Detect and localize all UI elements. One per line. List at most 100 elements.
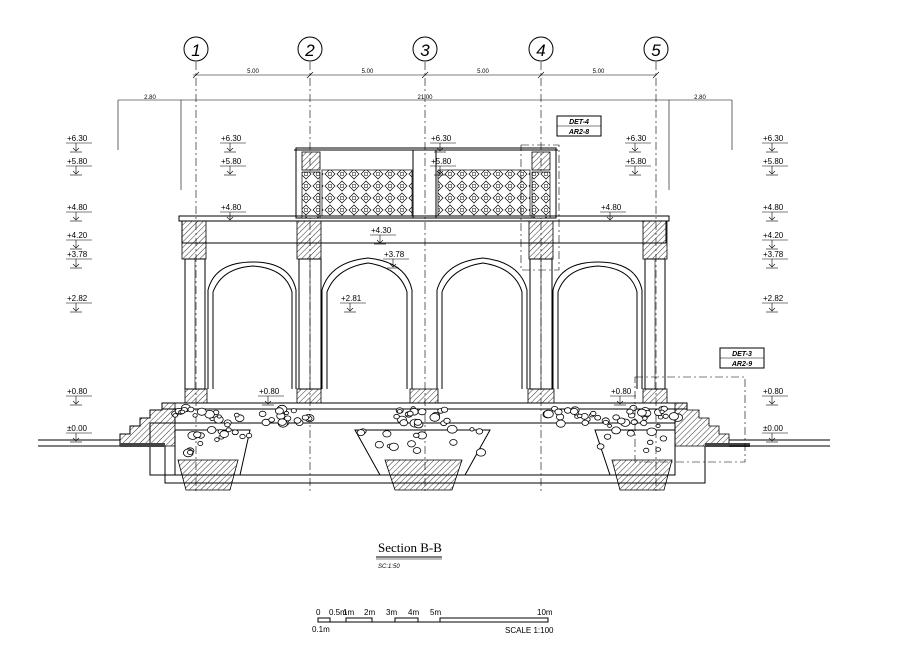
level-marker: +4.80 [762,203,788,222]
stone [382,430,392,438]
stone [577,413,583,419]
level-marker: +4.80 [66,203,92,222]
level-text: +6.30 [221,134,242,143]
stone [412,447,422,454]
level-marker: +5.80 [430,157,456,176]
level-text: +6.30 [431,134,452,143]
stone [417,408,427,416]
level-marker: +4.20 [762,231,788,250]
stone [214,437,220,442]
stone [388,442,399,451]
dimension-lines [117,74,733,190]
level-marker: +6.30 [762,134,788,153]
level-marker: +6.30 [430,134,456,153]
level-text: +5.80 [431,157,452,166]
level-marker: +3.78 [66,250,92,269]
axis-label: 2 [304,41,315,60]
level-text: +6.30 [67,134,88,143]
stone [399,419,409,427]
det3-line2: AR2-9 [731,361,752,368]
stone [655,447,661,452]
stone [187,406,195,413]
stone [258,410,267,417]
level-text: +3.78 [763,250,784,259]
stone [407,440,416,448]
level-markers-right: +6.30 +5.80 +4.80 +4.20 +3.78 +2.82 +0.80 ±0.00 [762,134,788,443]
stone [413,432,420,438]
scale-label: 1m [343,608,354,617]
stone [293,417,302,424]
stone [607,423,612,428]
stone [643,447,650,453]
section-scale: SC:1:50 [378,564,400,570]
stone [617,417,626,425]
stone [261,418,271,426]
stone [603,433,612,440]
level-text: +5.80 [763,157,784,166]
level-text: +0.80 [259,387,280,396]
level-text: +2.81 [341,294,362,303]
span-dim: 5.00 [362,69,374,75]
scale-label: 3m [386,608,397,617]
overall-left-dim: 2.80 [144,95,156,101]
stone [554,408,563,416]
level-marker: +5.80 [66,157,92,176]
level-marker: +4.20 [66,231,92,250]
level-text: +4.80 [601,203,622,212]
stone [356,429,366,437]
stone [446,424,458,434]
stone [277,418,287,426]
scale-caption: SCALE 1:100 [505,626,554,635]
stone [193,431,202,439]
stone [206,426,217,434]
axis-label: 4 [536,41,545,60]
level-text: +4.30 [371,226,392,235]
section-title: Section B-B [378,540,442,555]
stone [301,414,309,421]
level-marker: +4.80 [220,203,246,222]
stone [219,430,229,438]
stone [396,409,403,414]
stone [239,433,246,440]
stone [655,423,661,428]
stone [224,422,231,428]
level-marker: +5.80 [762,157,788,176]
stone [233,412,240,418]
level-text: ±0.00 [763,424,784,433]
stone [570,407,579,415]
stone [475,448,486,457]
stone [246,432,253,439]
level-text: +4.20 [763,231,784,240]
level-text: +2.82 [763,294,784,303]
stone [225,427,232,433]
level-marker: +6.30 [220,134,246,153]
level-text: +3.78 [384,250,405,259]
stone [449,439,458,446]
level-text: +0.80 [763,387,784,396]
scale-label: 0 [316,608,321,617]
stone [612,414,620,421]
detail-callout-det4: DET-4 AR2-8 [520,115,602,271]
ground-line [38,439,830,447]
stone [630,419,638,426]
stone [543,409,554,419]
stone [284,415,292,422]
stone [469,427,475,432]
level-marker: +6.30 [625,134,651,153]
level-text: +2.82 [67,294,88,303]
stone [659,435,668,442]
axis-label: 5 [651,41,661,60]
stone [659,409,665,414]
axis-label: 1 [191,41,200,60]
overall-right-dim: 2.80 [694,95,706,101]
stone [440,406,449,413]
stone [594,414,602,421]
level-marker: +4.30 [370,226,396,245]
span-dim: 5.00 [593,69,605,75]
stone [662,413,669,419]
detail-callout-det3: DET-3 AR2-9 [634,347,765,463]
